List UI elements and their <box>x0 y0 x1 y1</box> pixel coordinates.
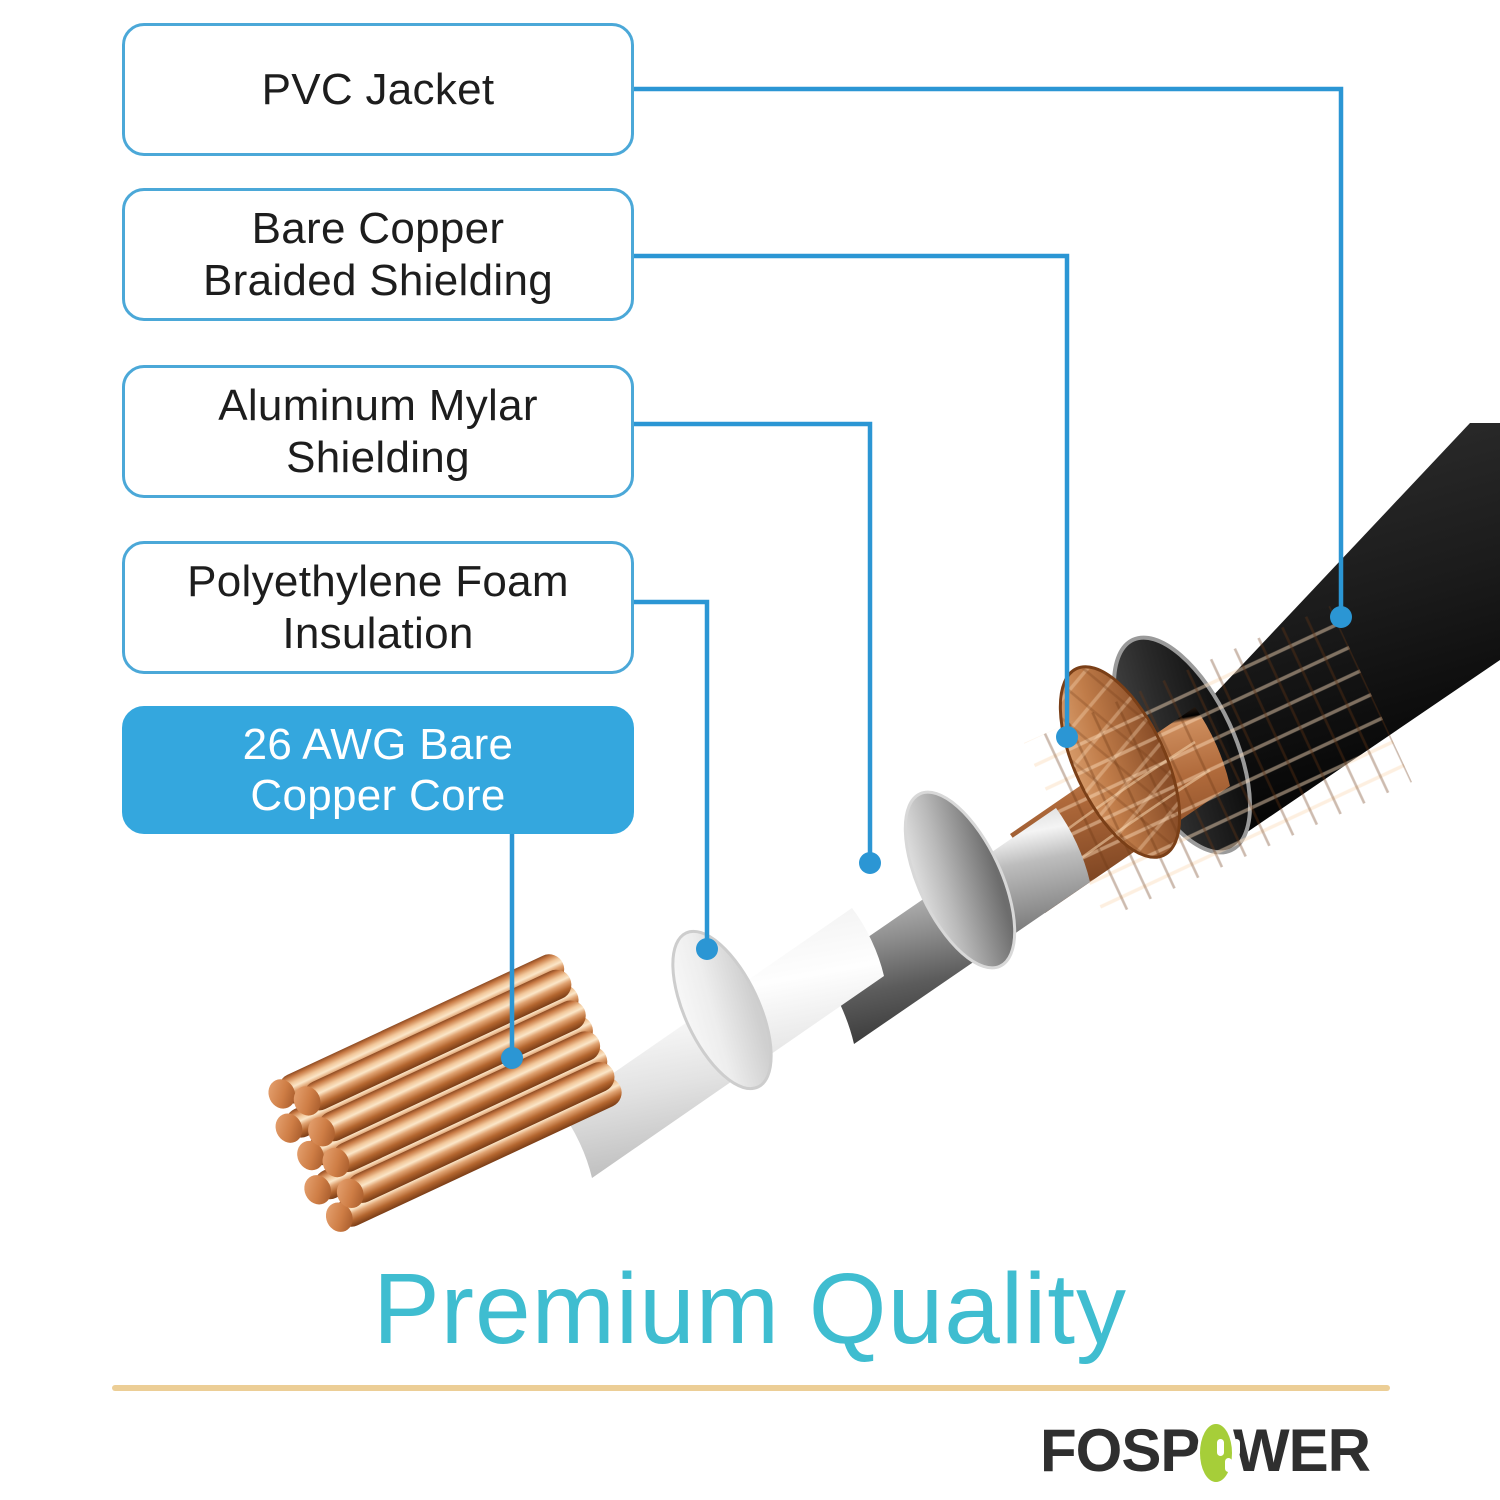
leader-line-mylar <box>631 421 873 863</box>
leader-dot-mylar <box>859 852 881 874</box>
callout-copper-core[interactable]: 26 AWG Bare Copper Core <box>122 706 634 834</box>
cable-layer-foam-insulation <box>560 908 884 1178</box>
callout-mylar-shielding-label: Aluminum Mylar Shielding <box>218 381 538 482</box>
cable-layer-mylar-shielding <box>820 790 1090 1044</box>
callout-foam-insulation-label: Polyethylene Foam Insulation <box>187 557 569 658</box>
leader-line-pvc-jacket <box>631 86 1344 617</box>
braid-weave-texture <box>1061 668 1179 856</box>
footer-divider <box>112 1385 1390 1391</box>
callout-copper-core-label: 26 AWG Bare Copper Core <box>242 719 514 820</box>
leader-dot-braid <box>1056 726 1078 748</box>
callout-mylar-shielding[interactable]: Aluminum Mylar Shielding <box>122 365 634 498</box>
cable-layer-copper-core <box>268 954 622 1232</box>
leader-line-braid <box>631 253 1070 737</box>
callout-foam-insulation[interactable]: Polyethylene Foam Insulation <box>122 541 634 674</box>
leader-dot-foam <box>696 938 718 960</box>
leader-dot-pvc-jacket <box>1330 606 1352 628</box>
leader-line-foam <box>631 599 710 949</box>
premium-quality-headline: Premium Quality <box>372 1253 1128 1365</box>
fospower-logo: FOSP WER <box>1040 1414 1371 1486</box>
fospower-prefix: FOSP <box>1040 1416 1200 1484</box>
leader-dots <box>501 606 1352 1069</box>
callout-pvc-jacket[interactable]: PVC Jacket <box>122 23 634 156</box>
callout-braided-shielding[interactable]: Bare Copper Braided Shielding <box>122 188 634 321</box>
callout-braided-shielding-label: Bare Copper Braided Shielding <box>202 204 553 305</box>
fospower-wordmark: FOSP WER <box>1040 1414 1371 1486</box>
callout-pvc-jacket-label: PVC Jacket <box>261 64 495 114</box>
leader-lines <box>509 86 1344 1058</box>
leader-dot-core <box>501 1047 523 1069</box>
fospower-suffix: WER <box>1233 1416 1371 1484</box>
power-outlet-icon <box>1200 1424 1241 1482</box>
